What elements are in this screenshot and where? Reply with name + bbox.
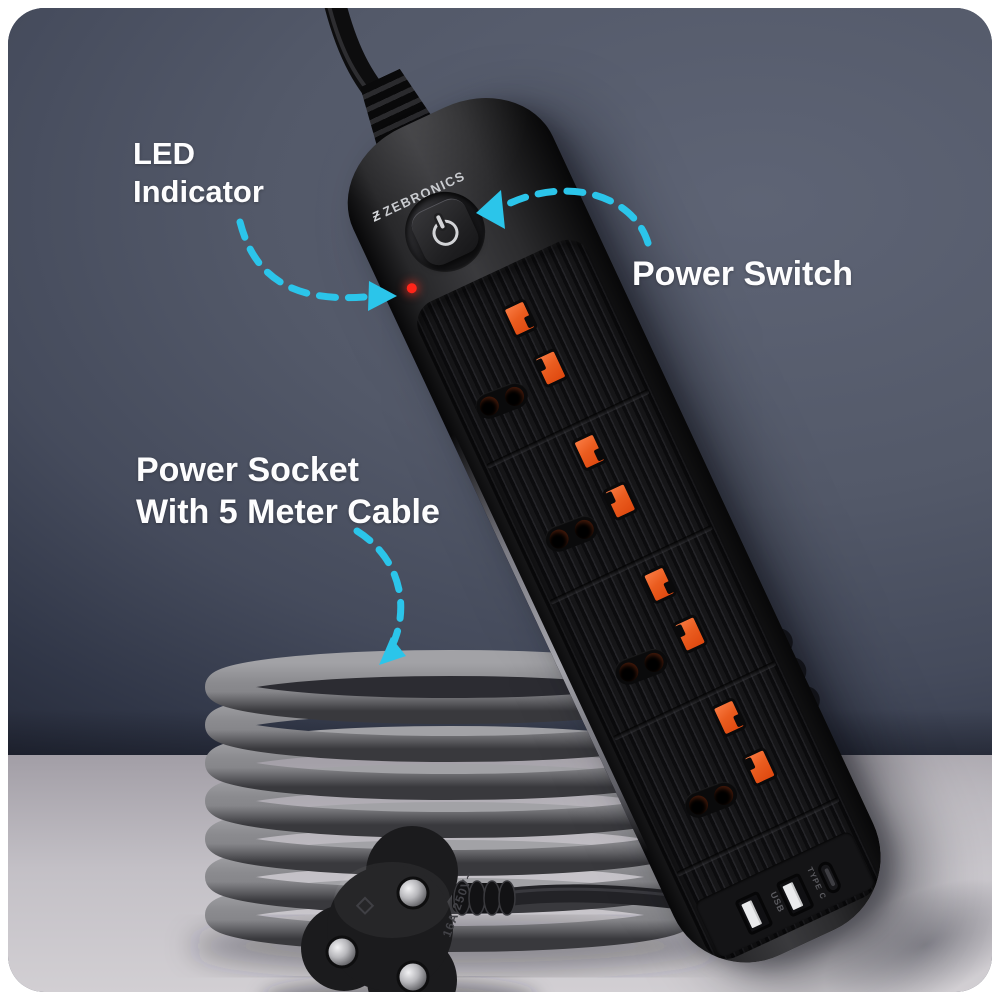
socket-shutter-slot — [531, 347, 570, 389]
switch-label: Power Switch — [632, 255, 854, 293]
socket-shutter-slot — [671, 613, 709, 655]
socket-round-pin-holes — [611, 644, 672, 689]
socket-shutter-slot — [500, 297, 539, 340]
annotation-led-indicator: LED Indicator — [133, 135, 264, 211]
socket-shutter-slot — [570, 430, 609, 473]
led-label-line1: LED — [133, 136, 195, 171]
socket-label-line1: Power Socket — [136, 451, 359, 489]
socket-shutter-slot — [640, 563, 679, 606]
led-label-line2: Indicator — [133, 174, 264, 209]
socket-shutter-slot — [601, 480, 640, 522]
led-indicator-light — [405, 281, 419, 295]
socket-shutter-slot — [740, 746, 779, 788]
power-icon — [428, 215, 463, 250]
usb-tongue — [741, 900, 763, 929]
product-scene: 16A 250V~ ƵZEBRONICS — [8, 8, 992, 992]
socket-round-pin-holes — [541, 511, 602, 556]
socket-shutter-slot — [709, 696, 748, 739]
socket-round-pin-holes — [681, 777, 741, 822]
socket-label-line2: With 5 Meter Cable — [136, 493, 440, 531]
annotation-power-switch: Power Switch — [632, 254, 853, 294]
power-button-cap[interactable] — [406, 193, 484, 271]
usb-tongue — [782, 882, 804, 911]
socket-round-pin-holes — [471, 378, 532, 423]
annotation-power-socket: Power Socket With 5 Meter Cable — [136, 449, 440, 533]
